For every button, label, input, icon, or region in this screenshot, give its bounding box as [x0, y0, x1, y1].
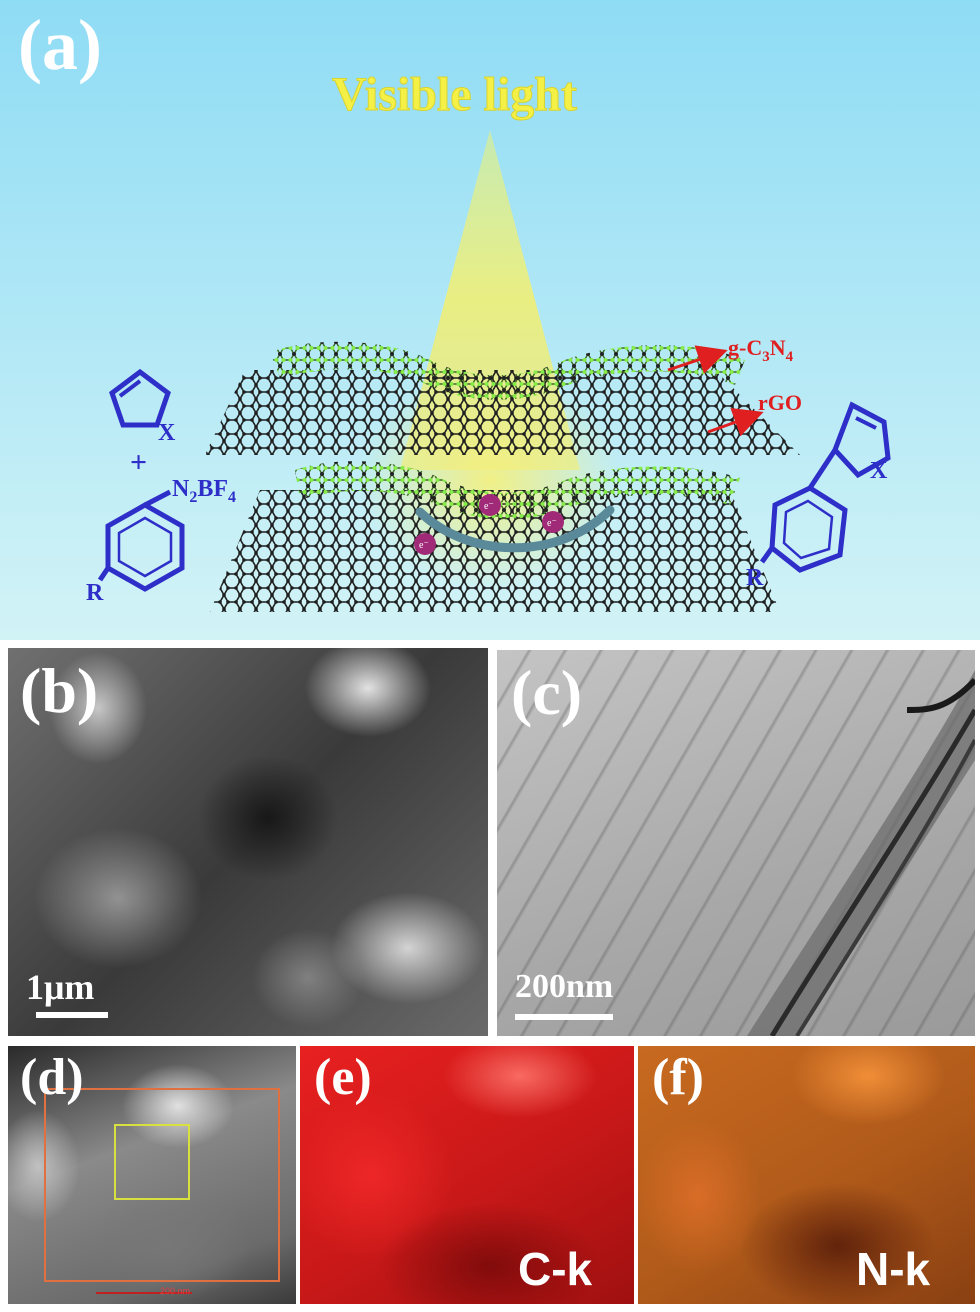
heteroarene-x-label: X [158, 420, 176, 446]
electron-2 [542, 511, 564, 533]
r-label-right: R [746, 565, 764, 591]
electron-1-label: e⁻ [484, 501, 494, 512]
panel-c-tem-image: (c) 200nm [497, 650, 975, 1036]
panel-e-carbon-map: (e) C-k [300, 1046, 634, 1304]
eds-area-box [44, 1088, 280, 1282]
panel-f-element-label: N-k [856, 1243, 931, 1295]
panel-a-label: (a) [18, 5, 102, 85]
panel-b-label: (b) [20, 655, 99, 726]
product-heteroarene-double-bond [855, 416, 877, 430]
aryl-ring-right [769, 485, 848, 573]
aryl-ring-left [105, 502, 185, 592]
panel-c-label: (c) [511, 657, 583, 728]
scheme-svg: e⁻ e⁻ e⁻ g-C3N4 rGO X + N2BF4 R [0, 0, 980, 640]
heteroarene-ring [109, 368, 171, 428]
plus-sign: + [130, 446, 147, 479]
r-bond-right [759, 546, 775, 564]
panel-b-sem-image: (b) 1μm [8, 648, 488, 1036]
tem-sheet-edges [747, 670, 975, 1036]
panel-b-scale-bar [36, 1012, 108, 1018]
panel-e-label: (e) [314, 1049, 372, 1106]
electron-transfer-arc [415, 505, 615, 553]
g-c3n4-arrow [667, 345, 728, 374]
n2bf4-label: N2BF4 [172, 476, 236, 506]
g-c3n4-sheet-upper [270, 341, 745, 400]
aryl-ring-left-inner [117, 516, 173, 578]
panel-d-label: (d) [20, 1049, 84, 1106]
eds-detail-box [114, 1124, 190, 1200]
rgo-sheet-upper [205, 370, 800, 455]
panel-a-scheme: e⁻ e⁻ e⁻ g-C3N4 rGO X + N2BF4 R [0, 0, 980, 640]
product-heteroarene-ring [832, 401, 891, 479]
diazonium-bond [143, 489, 172, 508]
visible-light-label: Visible light [332, 68, 577, 121]
electron-2-label: e⁻ [547, 518, 557, 529]
panel-d-stem-image: (d) 200 nm [8, 1046, 296, 1304]
rgo-label: rGO [758, 390, 802, 415]
aryl-ring-right-inner [782, 499, 834, 560]
heteroarene-double-bond [118, 379, 142, 398]
panel-e-element-label: C-k [518, 1243, 593, 1295]
panel-f-label: (f) [652, 1049, 704, 1106]
panel-f-nitrogen-map: (f) N-k [638, 1046, 975, 1304]
g-c3n4-label: g-C3N4 [728, 335, 794, 365]
rgo-arrow [707, 408, 764, 437]
panel-d-scale-bar [96, 1292, 192, 1294]
panel-d-scale-label: 200 nm [160, 1286, 191, 1296]
r-label-left: R [86, 580, 104, 606]
g-c3n4-sheet-lower [295, 461, 740, 520]
electron-3 [414, 533, 436, 555]
biaryl-bond [807, 448, 838, 490]
panel-c-scale-label: 200nm [515, 968, 614, 1005]
panel-b-scale-label: 1μm [26, 967, 95, 1007]
r-bond-left [97, 566, 111, 582]
product-x-label: X [870, 458, 888, 484]
electron-3-label: e⁻ [419, 540, 429, 551]
electron-1 [479, 494, 501, 516]
panel-c-scale-bar [515, 1014, 613, 1020]
